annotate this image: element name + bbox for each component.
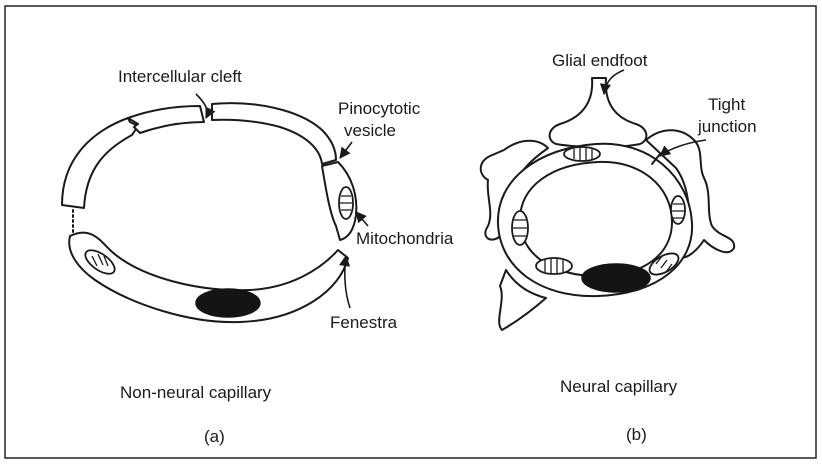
glial-endfoot-top — [550, 78, 647, 147]
panel-a: Intercellular cleft Pinocytotic vesicle … — [62, 67, 506, 446]
label-glial-endfoot: Glial endfoot — [552, 51, 648, 70]
mitochondrion-b-right — [671, 196, 685, 224]
caption-b: Neural capillary — [560, 377, 678, 396]
endothelial-segment-top-right — [212, 103, 336, 164]
label-pinocytotic-vesicle-line2: vesicle — [344, 121, 396, 140]
nucleus-b — [582, 264, 650, 292]
arrow-pinocytotic-vesicle — [340, 142, 352, 158]
endothelial-segment-upper-left — [62, 118, 138, 208]
label-tight-junction-line2: junction — [697, 117, 757, 136]
label-intercellular-cleft: Intercellular cleft — [118, 67, 242, 86]
label-pinocytotic-vesicle-line1: Pinocytotic — [338, 99, 421, 118]
label-mitochondria: Mitochondria — [356, 229, 454, 248]
endothelial-segment-top-left — [128, 106, 204, 133]
mitochondrion-b-top — [564, 147, 600, 161]
nucleus-a — [196, 289, 260, 317]
label-fenestra: Fenestra — [330, 313, 398, 332]
caption-a-letter: (a) — [204, 427, 225, 446]
caption-b-letter: (b) — [626, 425, 647, 444]
arrow-fenestra — [345, 256, 350, 308]
caption-a: Non-neural capillary — [120, 383, 272, 402]
label-tight-junction-line1: Tight — [708, 95, 745, 114]
mitochondrion-a-right — [339, 187, 353, 219]
arrow-mitochondria-a — [356, 212, 368, 226]
panel-b: Glial endfoot Tight junction Neural capi… — [481, 51, 757, 444]
mitochondrion-b-bottom-left — [536, 258, 572, 274]
mitochondrion-b-left — [512, 211, 528, 245]
